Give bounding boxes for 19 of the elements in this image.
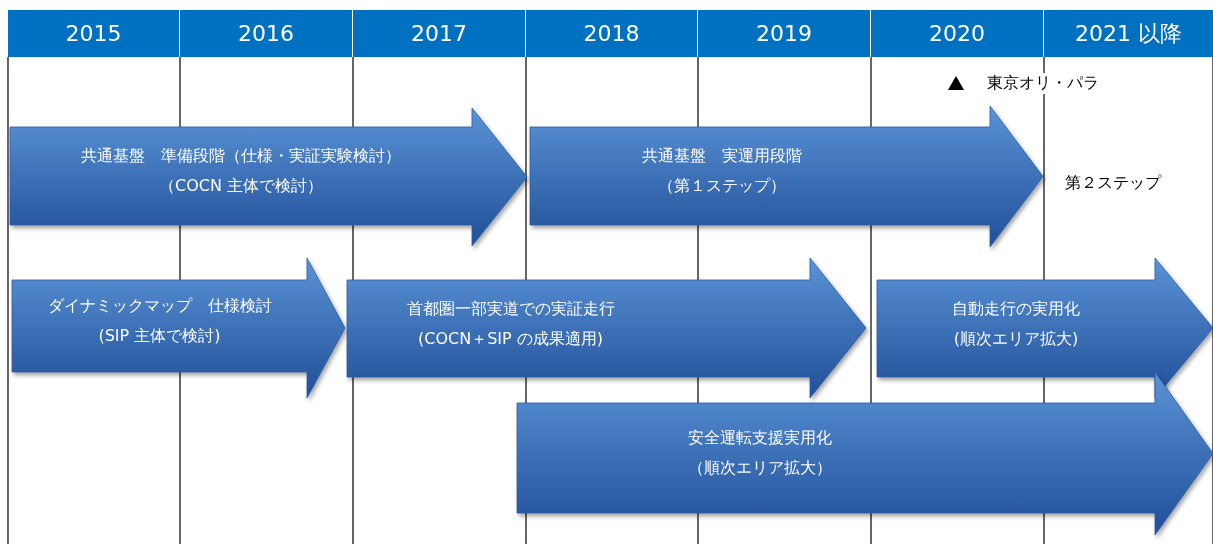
phase-title: 首都圏一部実道での実証走行 bbox=[406, 298, 615, 320]
phase-title: 共通基盤 準備段階（仕様・実証実験検討） bbox=[81, 146, 401, 167]
phase-note: （COCN 主体で検討） bbox=[159, 176, 323, 197]
phase-title: 自動走行の実用化 bbox=[952, 298, 1080, 320]
phase-note: (SIP 主体で検討) bbox=[98, 326, 221, 347]
phase-title: 安全運転支援実用化 bbox=[688, 428, 832, 449]
year-header: 2017 bbox=[353, 10, 525, 57]
year-header: 2019 bbox=[698, 10, 870, 57]
phase-note: （第１ステップ） bbox=[658, 176, 786, 197]
year-header: 2016 bbox=[180, 10, 352, 57]
year-header: 2021 以降 bbox=[1044, 10, 1213, 57]
phase-note: （順次エリア拡大） bbox=[688, 458, 832, 479]
phase-title: ダイナミックマップ 仕様検討 bbox=[47, 296, 272, 317]
phase-note: (COCN＋SIP の成果適用) bbox=[418, 328, 603, 350]
phase-note: (順次エリア拡大) bbox=[953, 328, 1079, 350]
phase-title: 共通基盤 実運用段階 bbox=[642, 146, 802, 167]
year-header: 2020 bbox=[871, 10, 1043, 57]
year-header: 2015 bbox=[8, 10, 179, 57]
year-header: 2018 bbox=[526, 10, 697, 57]
